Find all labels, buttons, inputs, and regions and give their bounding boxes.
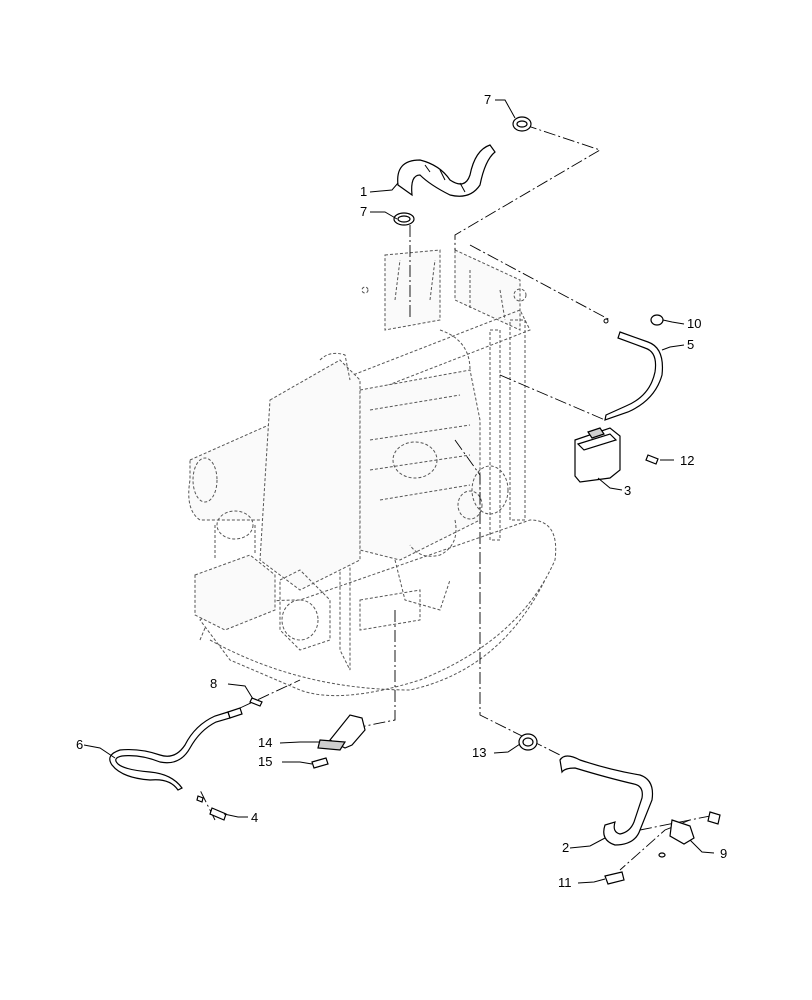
callout-15: 15 [258, 754, 272, 769]
drain-valve [196, 795, 227, 821]
callout-10: 10 [687, 316, 701, 331]
reservoir-bolt [645, 454, 659, 465]
callout-1: 1 [360, 184, 367, 199]
lower-radiator-hose [559, 755, 654, 846]
upper-radiator-hose [397, 144, 496, 197]
lower-hose-clamp [518, 733, 538, 751]
coolant-reservoir-tank [574, 427, 621, 483]
callout-9: 9 [720, 846, 727, 861]
callout-7-top: 7 [484, 92, 491, 107]
callout-6: 6 [76, 737, 83, 752]
hose-clamp-bottom [393, 212, 415, 226]
callout-2: 2 [562, 840, 569, 855]
sensor-bolt [604, 852, 666, 885]
hose-clamp-top [512, 116, 532, 132]
callout-11: 11 [558, 875, 572, 890]
bracket-bolt [311, 757, 329, 769]
drain-hose [109, 707, 243, 791]
callout-14: 14 [258, 735, 272, 750]
callout-5: 5 [687, 337, 694, 352]
callout-3: 3 [624, 483, 631, 498]
overflow-hose-clamp [650, 314, 664, 326]
hose-fitting [249, 697, 263, 707]
callout-4: 4 [251, 810, 258, 825]
callout-12: 12 [680, 453, 694, 468]
callout-8: 8 [210, 676, 217, 691]
overflow-hose [603, 318, 664, 421]
engine-assembly-ghost [188, 249, 557, 697]
callout-13: 13 [472, 745, 486, 760]
callout-leaders [83, 99, 715, 884]
callout-labels: 1 2 3 4 5 6 7 7 8 9 10 11 12 13 14 15 [76, 92, 727, 890]
callout-7-bottom: 7 [360, 204, 367, 219]
mounting-bracket [317, 714, 366, 751]
temperature-sensor [669, 811, 721, 845]
